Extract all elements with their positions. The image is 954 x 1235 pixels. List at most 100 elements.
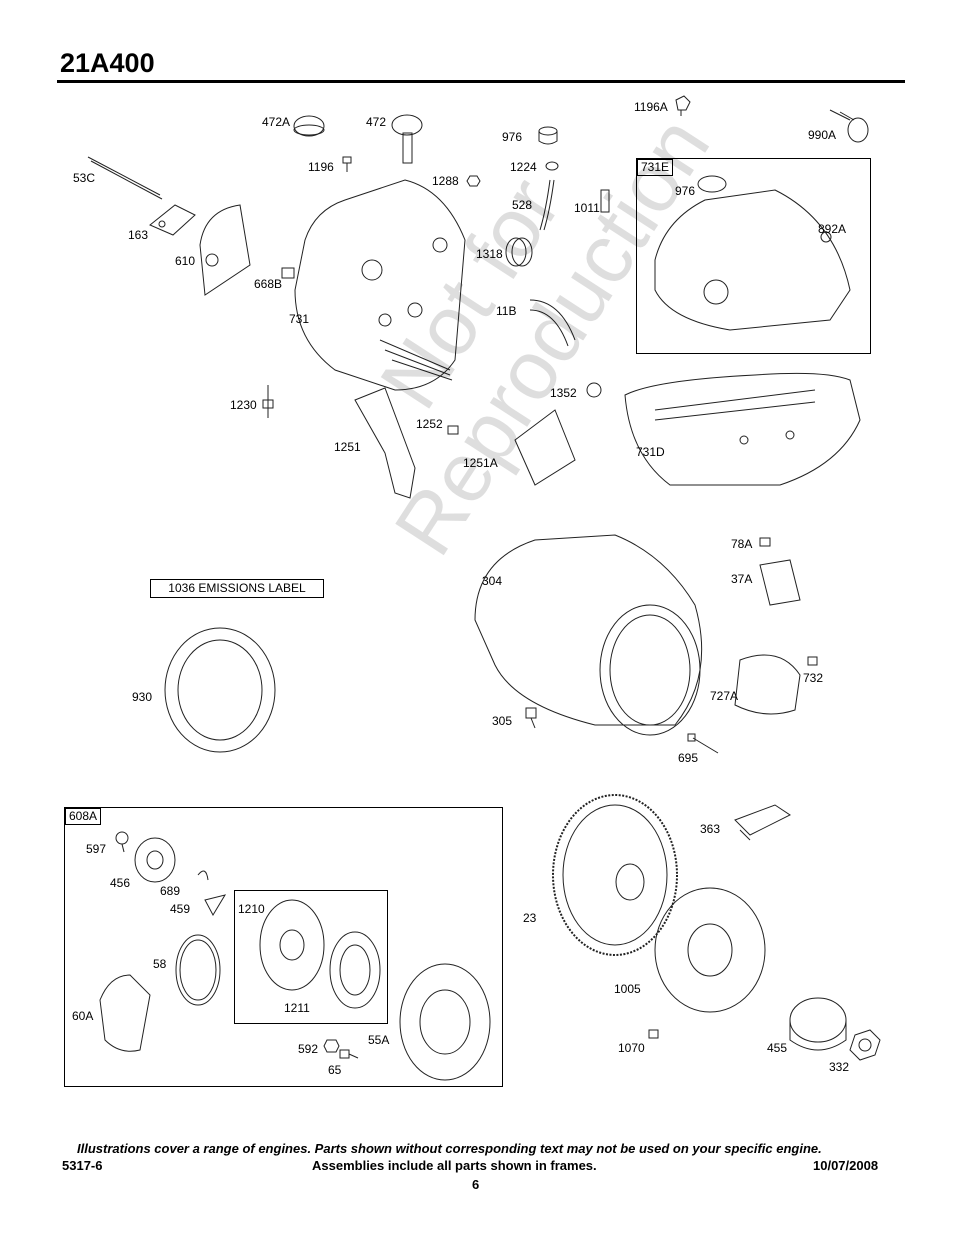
part-label: 1196 [308, 160, 334, 174]
frame-608A-label: 608A [65, 808, 102, 825]
part-930-drawing [164, 627, 276, 753]
part-label: 1196A [634, 100, 668, 114]
footer-assemblies: Assemblies include all parts shown in fr… [312, 1158, 597, 1173]
part-1070-drawing [648, 1029, 659, 1039]
part-727A-drawing [734, 654, 801, 715]
page-title: 21A400 [60, 48, 155, 78]
part-label: 731D [636, 445, 665, 459]
part-60A-drawing [99, 974, 151, 1052]
part-label: 1252 [416, 417, 443, 431]
part-label: 1224 [510, 160, 537, 174]
part-label: 11B [496, 304, 517, 318]
part-332-drawing [849, 1029, 881, 1061]
part-455-drawing [789, 997, 847, 1051]
part-55A-drawing [399, 963, 491, 1081]
part-label: 304 [482, 574, 503, 588]
part-1288-drawing [466, 175, 481, 187]
part-label: 60A [72, 1009, 94, 1023]
part-1230-drawing [262, 385, 274, 418]
part-472A-drawing [293, 115, 325, 137]
part-1318-drawing [505, 237, 533, 267]
part-label: 1251A [463, 456, 498, 470]
part-1251A-drawing [514, 409, 576, 486]
footer-note: Illustrations cover a range of engines. … [77, 1141, 822, 1156]
part-label: 53C [73, 171, 96, 185]
title-rule [57, 80, 905, 83]
part-1005-drawing [654, 887, 766, 1013]
part-459-drawing [204, 894, 227, 917]
part-label: 37A [731, 572, 753, 586]
part-label: 1251 [334, 440, 361, 454]
part-304-drawing [474, 534, 703, 736]
part-label: 472 [366, 115, 387, 129]
part-305-drawing [525, 707, 537, 729]
part-456-drawing [134, 837, 176, 883]
part-695-drawing [687, 733, 719, 754]
part-592-drawing [323, 1039, 340, 1053]
part-label: 528 [512, 198, 533, 212]
part-label: 305 [492, 714, 513, 728]
frame-731E-label: 731E [637, 159, 674, 176]
frame-1210 [234, 890, 388, 1024]
part-label: 990A [808, 128, 837, 142]
part-label: 727A [710, 689, 739, 703]
part-label: 732 [803, 671, 824, 685]
part-23-drawing [552, 794, 678, 956]
part-label: 332 [829, 1060, 850, 1074]
part-1352-drawing [586, 382, 602, 398]
part-1196-drawing [342, 156, 352, 172]
part-label: 1318 [476, 247, 503, 261]
part-731-drawing [294, 179, 466, 391]
part-label: 1211 [284, 1001, 310, 1015]
part-label: 597 [86, 842, 107, 856]
part-1251-drawing [354, 387, 416, 499]
footer-code: 5317-6 [62, 1158, 103, 1173]
part-1011-drawing [600, 189, 610, 213]
emissions-label-box: 1036 EMISSIONS LABEL [150, 579, 324, 598]
part-label: 459 [170, 902, 191, 916]
part-label: 363 [700, 822, 721, 836]
part-label: 58 [153, 957, 167, 971]
part-label: 930 [132, 690, 153, 704]
part-689-drawing [197, 870, 209, 881]
part-58-drawing [175, 934, 221, 1006]
part-610-drawing [199, 204, 251, 296]
part-1252-drawing [447, 425, 459, 435]
part-label: 976 [675, 184, 696, 198]
part-label: 472A [262, 115, 291, 129]
part-label: 892A [818, 222, 847, 236]
part-363-drawing [734, 804, 791, 841]
part-597-drawing [115, 831, 129, 853]
part-label: 1005 [614, 982, 641, 996]
part-37A-drawing [759, 559, 801, 606]
part-976-drawing [538, 126, 558, 145]
part-528-drawing [539, 179, 555, 231]
part-11B-drawing [529, 299, 576, 347]
part-label: 1230 [230, 398, 257, 412]
part-label: 976 [502, 130, 523, 144]
part-label: 1070 [618, 1041, 645, 1055]
part-732-drawing [807, 656, 818, 666]
part-label: 1011 [574, 201, 600, 215]
part-731E-drawing [654, 175, 851, 331]
part-65-drawing [339, 1049, 359, 1059]
part-78A-drawing [759, 537, 771, 547]
frame-1210-label: 1210 [238, 902, 265, 916]
part-990A-drawing [829, 109, 869, 143]
part-label: 610 [175, 254, 196, 268]
part-label: 163 [128, 228, 149, 242]
part-label: 668B [254, 277, 283, 291]
part-668B-drawing [281, 267, 295, 279]
part-163-drawing [149, 204, 196, 236]
part-label: 1352 [550, 386, 577, 400]
part-label: 695 [678, 751, 699, 765]
part-1196A-drawing [675, 95, 691, 116]
part-53C-drawing [87, 156, 163, 200]
part-label: 1288 [432, 174, 459, 188]
part-label: 23 [523, 911, 537, 925]
part-label: 455 [767, 1041, 788, 1055]
part-label: 689 [160, 884, 181, 898]
frame-731E [636, 158, 871, 354]
part-1210-drawing [259, 899, 325, 991]
footer-date: 10/07/2008 [813, 1158, 879, 1173]
